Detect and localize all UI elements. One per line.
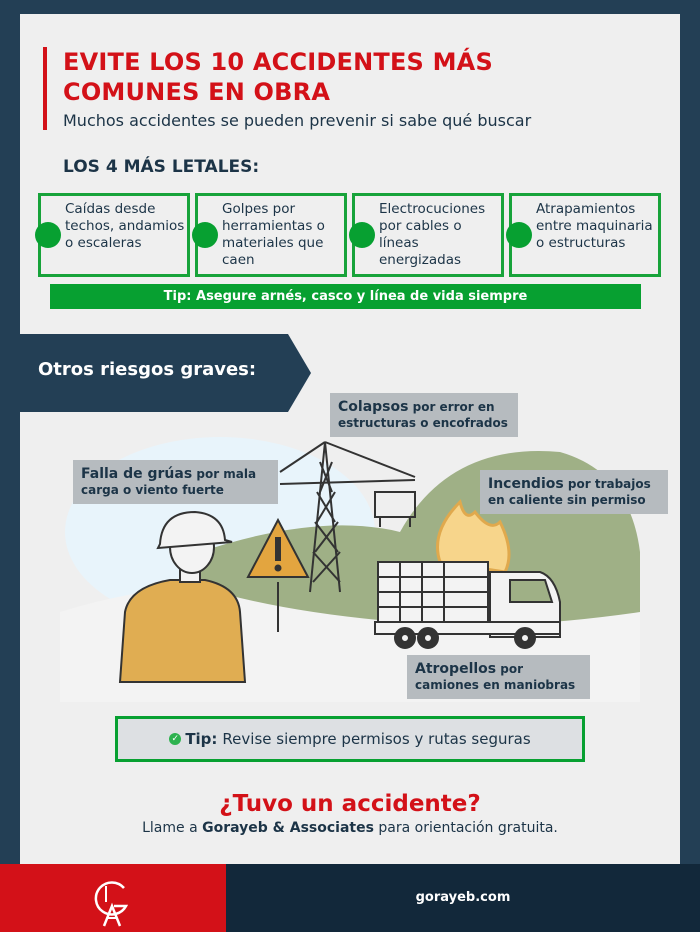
callout-crane-failure: Falla de grúas por mala carga o viento f… bbox=[73, 460, 278, 504]
gorayeb-logo-icon[interactable] bbox=[90, 878, 134, 928]
risk-card-text: Atrapamientos entre maquinaria o estruct… bbox=[536, 201, 653, 251]
check-circle-icon: ✓ bbox=[169, 733, 182, 745]
callout-lead: Colapsos bbox=[338, 399, 409, 415]
bullet-dot-icon bbox=[35, 222, 61, 248]
callout-text: por mala carga o viento fuerte bbox=[81, 467, 257, 497]
cta-subtext: Llame a Gorayeb & Associates para orient… bbox=[20, 820, 680, 836]
risk-card-caught-in: Atrapamientos entre maquinaria o estruct… bbox=[506, 193, 661, 277]
callout-fires: Incendios por trabajos en caliente sin p… bbox=[480, 470, 668, 514]
title-block: EVITE LOS 10 ACCIDENTES MÁS COMUNES EN O… bbox=[43, 47, 531, 130]
route-tip-box: ✓ Tip: Revise siempre permisos y rutas s… bbox=[115, 716, 585, 762]
footer-logo-area bbox=[0, 864, 226, 932]
page-subtitle: Muchos accidentes se pueden prevenir si … bbox=[63, 111, 532, 130]
deadliest-cards: Caídas desde techos, andamios o escalera… bbox=[35, 193, 662, 277]
page-title-line-2: COMUNES EN OBRA bbox=[63, 78, 331, 106]
bullet-dot-icon bbox=[349, 222, 375, 248]
callout-collapses: Colapsos por error en estructuras o enco… bbox=[330, 393, 518, 437]
cta-heading: ¿Tuvo un accidente? bbox=[219, 791, 481, 817]
callout-text: por camiones en maniobras bbox=[415, 662, 576, 692]
risk-card-falls: Caídas desde techos, andamios o escalera… bbox=[35, 193, 190, 277]
ribbon-shape bbox=[20, 334, 311, 412]
other-risks-ribbon: Otros riesgos graves: bbox=[20, 334, 311, 412]
bullet-dot-icon bbox=[192, 222, 218, 248]
risk-card-struck-by: Golpes por herramientas o materiales que… bbox=[192, 193, 347, 277]
callout-text: por trabajos en caliente sin permiso bbox=[488, 477, 651, 507]
callout-text: por error en estructuras o encofrados bbox=[338, 400, 508, 430]
callout-lead: Falla de grúas bbox=[81, 466, 193, 482]
tip-text: Revise siempre permisos y rutas seguras bbox=[222, 730, 531, 748]
cta-pre: Llame a bbox=[142, 820, 203, 836]
firm-name: Gorayeb & Associates bbox=[202, 820, 374, 836]
callout-lead: Atropellos bbox=[415, 661, 497, 677]
safety-tip-bar: Tip: Asegure arnés, casco y línea de vid… bbox=[50, 284, 641, 309]
tip-label: Tip: bbox=[185, 730, 218, 748]
deadliest-heading: LOS 4 MÁS LETALES: bbox=[63, 157, 260, 177]
cta-post: para orientación gratuita. bbox=[373, 820, 558, 836]
footer-url-area: gorayeb.com bbox=[226, 864, 700, 932]
risk-card-text: Golpes por herramientas o materiales que… bbox=[222, 201, 325, 268]
risk-card-electrocution: Electrocuciones por cables o líneas ener… bbox=[349, 193, 504, 277]
risk-card-text: Caídas desde techos, andamios o escalera… bbox=[65, 201, 185, 251]
website-link[interactable]: gorayeb.com bbox=[415, 890, 511, 905]
bullet-dot-icon bbox=[506, 222, 532, 248]
risk-card-text: Electrocuciones por cables o líneas ener… bbox=[379, 201, 486, 268]
callout-run-overs: Atropellos por camiones en maniobras bbox=[407, 655, 590, 699]
other-risks-heading: Otros riesgos graves: bbox=[38, 359, 257, 380]
page-title-line-1: EVITE LOS 10 ACCIDENTES MÁS bbox=[63, 48, 493, 76]
callout-lead: Incendios bbox=[488, 476, 564, 492]
